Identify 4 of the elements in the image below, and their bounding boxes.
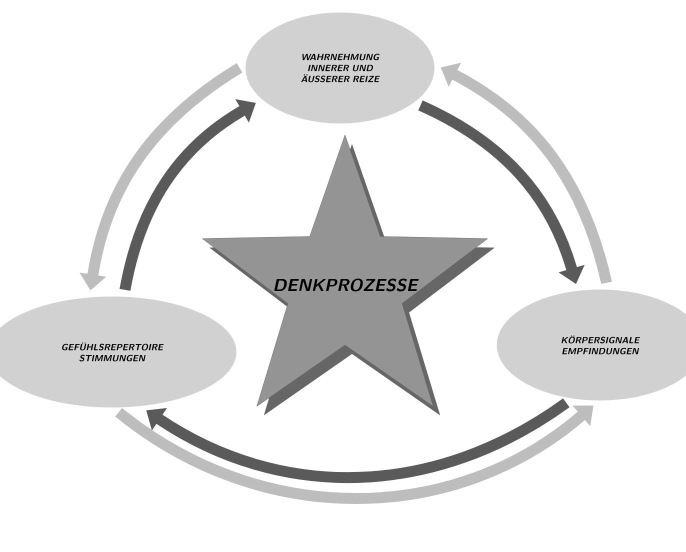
star: DENKPROZESSE <box>202 134 495 416</box>
ellipse-node: KÖRPERSIGNALE EMPFINDUNGEN <box>496 288 686 402</box>
arrow <box>115 405 594 504</box>
ellipse-node: WAHRNEHMUNG INNERER UND ÄUSSERER REIZE <box>244 12 436 124</box>
